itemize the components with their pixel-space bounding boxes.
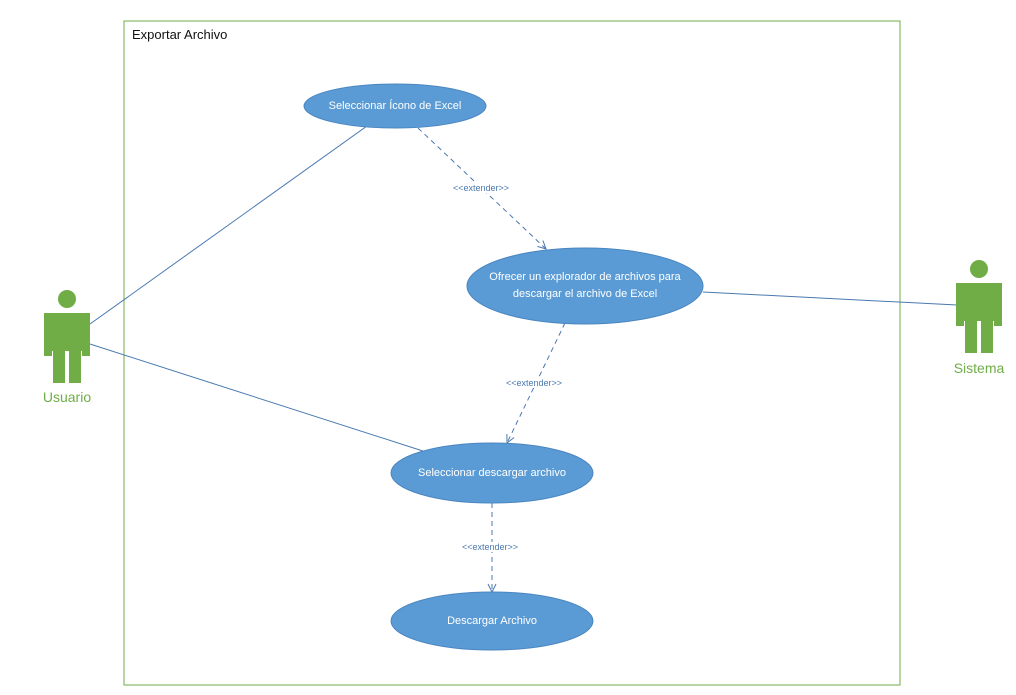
use-case-seleccionar-descargar[interactable]: [390, 442, 594, 504]
actor-sistema-label: Sistema: [953, 360, 1005, 376]
actor-usuario-icon[interactable]: [44, 290, 90, 383]
association-usuario-seleccionar-descargar: [89, 343, 427, 453]
association-sistema-ofrecer-explorador: [702, 291, 958, 306]
use-case-descargar-archivo[interactable]: [390, 591, 594, 651]
actor-usuario-label: Usuario: [42, 389, 92, 405]
association-usuario-seleccionar-icono: [89, 125, 368, 325]
system-boundary: [123, 20, 901, 686]
use-case-seleccionar-icono[interactable]: [303, 83, 487, 129]
extend-label-3: <<extender>>: [461, 542, 520, 552]
use-case-seleccionar-descargar-label[interactable]: Seleccionar descargar archivo: [418, 466, 566, 479]
use-case-ofrecer-explorador[interactable]: [466, 247, 704, 325]
use-case-ofrecer-explorador-label[interactable]: Ofrecer un explorador de archivos para d…: [489, 271, 681, 300]
actor-sistema-icon[interactable]: [956, 260, 1002, 353]
extend-label-2: <<extender>>: [505, 378, 564, 388]
extend-label-1: <<extender>>: [452, 183, 511, 193]
use-case-seleccionar-icono-label[interactable]: Seleccionar Ícono de Excel: [328, 99, 462, 112]
use-case-descargar-archivo-label[interactable]: Descargar Archivo: [447, 614, 537, 627]
system-boundary-title: Exportar Archivo: [132, 27, 228, 42]
extend-arrow-1: [417, 127, 546, 249]
